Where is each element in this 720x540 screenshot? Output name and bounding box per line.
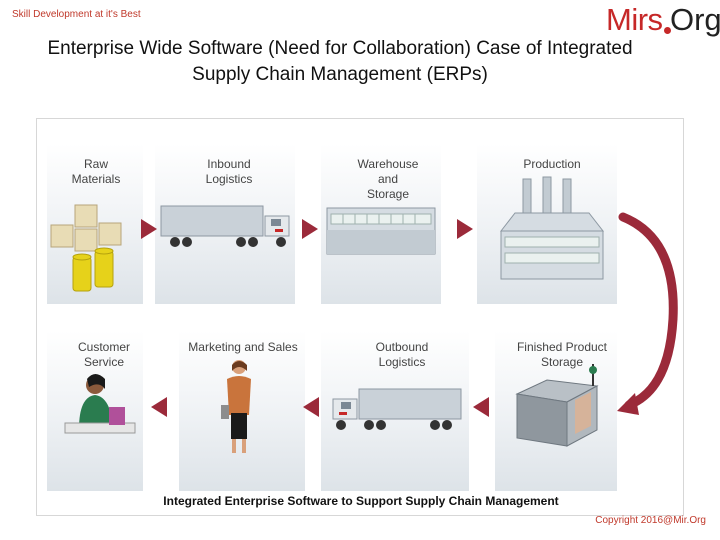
logo-mirs: Mirs <box>606 2 663 37</box>
curved-return-arrow <box>617 212 678 415</box>
storage-shed-icon <box>515 364 599 447</box>
diagram-caption: Integrated Enterprise Software to Suppor… <box>163 494 559 508</box>
label-finished-storage: Finished Product Storage <box>516 340 608 369</box>
title-line-2: Supply Chain Management (ERPs) <box>192 64 488 85</box>
businesswoman-icon <box>221 360 251 453</box>
copyright: Copyright 2016@Mir.Org <box>595 515 706 526</box>
flow-arrow-2 <box>302 219 318 239</box>
label-customer-service: Customer Service <box>77 340 130 369</box>
supply-chain-diagram: Raw Materials Inbound Logistics Warehous… <box>36 118 684 516</box>
logo: Mirs Org <box>600 0 720 42</box>
label-inbound-logistics: Inbound Logistics <box>205 157 253 186</box>
logo-org: Org <box>670 2 720 37</box>
label-outbound-logistics: Outbound Logistics <box>375 340 429 369</box>
warehouse-icon <box>326 207 436 255</box>
label-marketing-sales: Marketing and Sales <box>188 340 298 354</box>
customer-service-icon <box>64 374 136 434</box>
label-warehouse: Warehouse and Storage <box>357 157 419 201</box>
flow-arrow-1 <box>141 219 157 239</box>
flow-arrow-6 <box>151 397 167 417</box>
label-production: Production <box>523 157 581 171</box>
title-line-1: Enterprise Wide Software (Need for Colla… <box>47 38 633 59</box>
logo-dot <box>664 27 671 34</box>
raw-materials-icon <box>50 204 122 292</box>
factory-icon <box>499 176 605 280</box>
flow-arrow-5 <box>303 397 319 417</box>
flow-arrow-4 <box>473 397 489 417</box>
inbound-truck-icon <box>160 205 290 247</box>
page-title: Enterprise Wide Software (Need for Colla… <box>20 36 660 88</box>
flow-arrow-3 <box>457 219 473 239</box>
outbound-truck-icon <box>332 388 462 430</box>
tagline: Skill Development at it's Best <box>12 9 141 20</box>
label-raw-materials: Raw Materials <box>71 157 121 186</box>
